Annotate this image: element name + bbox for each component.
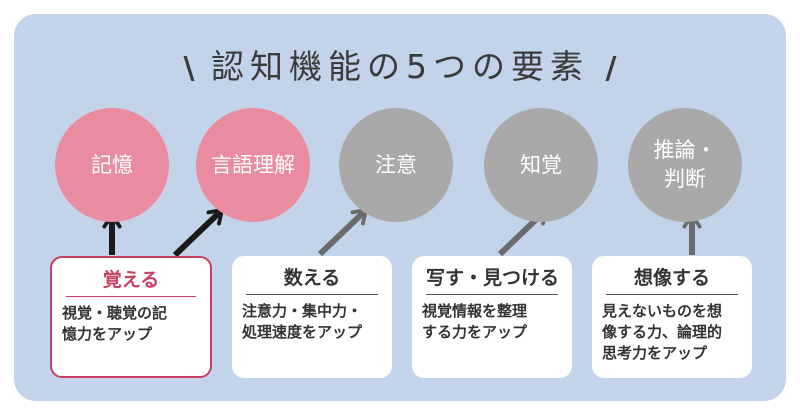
element-circle-perception: 知覚 xyxy=(484,108,598,222)
element-label: 言語理解 xyxy=(211,152,295,177)
card-description: 見えないものを想 像する力、論理的 思考力をアップ xyxy=(602,302,723,362)
element-circle-memory: 記憶 xyxy=(55,108,169,222)
activity-card-count[interactable]: 数える 注意力・集中力・ 処理速度をアップ xyxy=(232,256,392,378)
element-circle-language: 言語理解 xyxy=(196,108,310,222)
diagram-title: \ 認知機能の5つの要素 / xyxy=(0,40,800,88)
arrow-count-to-attention xyxy=(317,210,366,257)
activity-card-imagine[interactable]: 想像する 見えないものを想 像する力、論理的 思考力をアップ xyxy=(592,256,752,378)
card-description: 視覚・聴覚の記 憶力をアップ xyxy=(62,304,168,343)
arrow-remember-to-language xyxy=(172,210,222,258)
card-description: 注意力・集中力・ 処理速度をアップ xyxy=(242,302,363,341)
card-title: 覚える xyxy=(66,265,196,297)
element-label: 知覚 xyxy=(520,152,562,177)
title-text: 認知機能の5つの要素 xyxy=(211,47,589,86)
element-circle-attention: 注意 xyxy=(339,108,453,222)
card-title: 想像する xyxy=(606,263,738,295)
title-slash-left: \ xyxy=(183,51,195,86)
activity-card-remember[interactable]: 覚える 視覚・聴覚の記 憶力をアップ xyxy=(50,256,212,378)
element-label: 注意 xyxy=(375,152,417,177)
activity-card-copy-find[interactable]: 写す・見つける 視覚情報を整理 する力をアップ xyxy=(412,256,572,378)
element-circle-reasoning: 推論・ 判断 xyxy=(628,108,742,222)
card-title: 写す・見つける xyxy=(426,263,559,295)
title-slash-right: / xyxy=(605,51,617,86)
card-description: 視覚情報を整理 する力をアップ xyxy=(422,302,528,341)
element-label: 推論・ 判断 xyxy=(653,138,717,191)
element-label: 記憶 xyxy=(91,152,133,177)
card-title: 数える xyxy=(246,263,378,295)
